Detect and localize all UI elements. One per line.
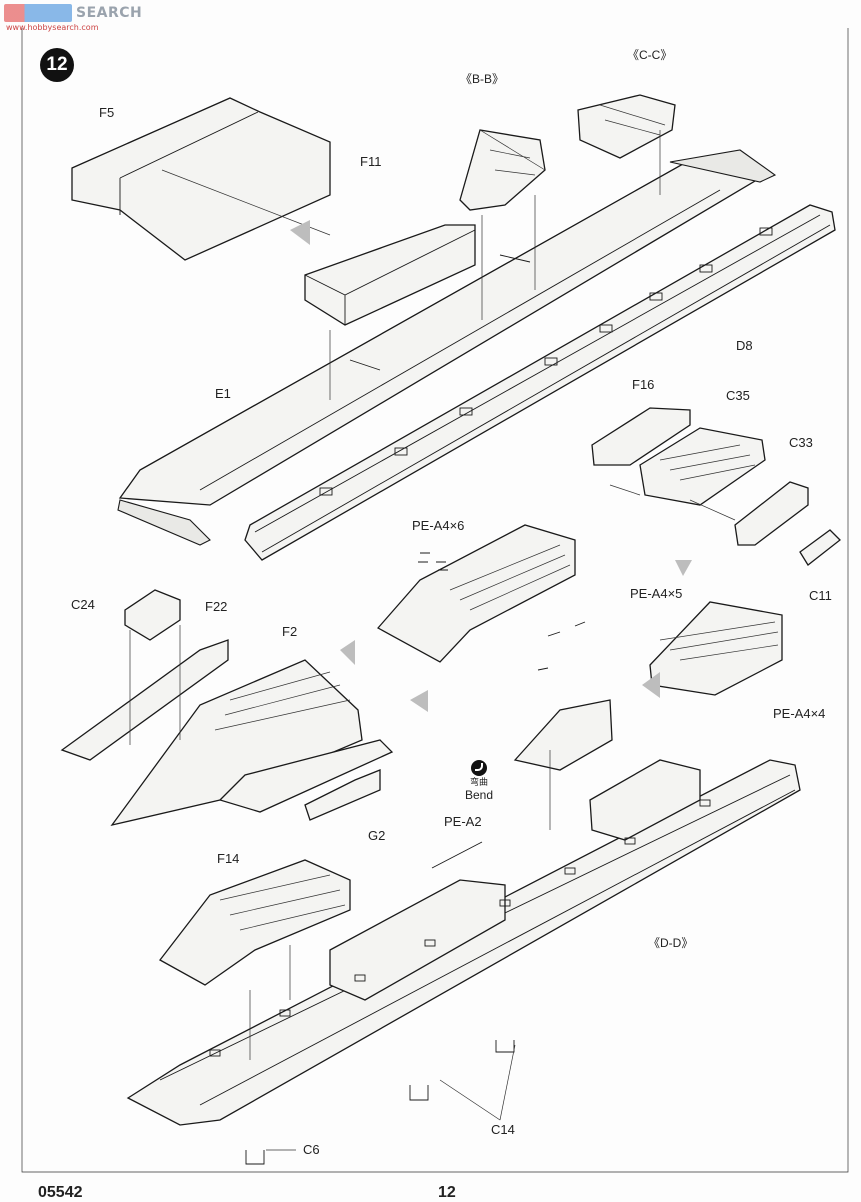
label-f14: F14 <box>217 851 240 866</box>
bend-icon <box>471 760 487 776</box>
hull-assembly-lower <box>126 699 801 1165</box>
label-f2: F2 <box>282 624 298 639</box>
watermark: SEARCH <box>4 4 142 22</box>
page-number: 12 <box>438 1184 456 1201</box>
rack-assembly-middle <box>60 524 783 827</box>
label-pe-a2: PE-A2 <box>444 814 482 829</box>
label-f11: F11 <box>360 154 382 169</box>
label-section-bb: 《B-B》 <box>460 72 505 86</box>
label-section-dd: 《D-D》 <box>648 936 694 950</box>
watermark-logo <box>4 4 72 22</box>
label-f16: F16 <box>632 377 655 392</box>
label-pe-a4-5: PE-A4×5 <box>630 586 683 601</box>
label-c24: C24 <box>71 597 95 612</box>
label-pe-a4-6: PE-A4×6 <box>412 518 465 533</box>
hull-assembly-upper <box>71 94 836 561</box>
label-c11: C11 <box>809 588 832 603</box>
bend-text-cn: 弯曲 <box>469 778 488 788</box>
watermark-text: SEARCH <box>76 5 143 21</box>
label-c33: C33 <box>789 435 813 450</box>
label-d8: D8 <box>736 338 753 353</box>
label-c6: C6 <box>303 1142 320 1157</box>
hatched-arrows <box>290 220 692 712</box>
step-number-badge: 12 <box>40 48 74 82</box>
label-pe-a4-4: PE-A4×4 <box>773 706 826 721</box>
label-c14: C14 <box>491 1122 515 1137</box>
rack-assembly-right <box>591 407 841 566</box>
bend-note: 弯曲 Bend <box>449 760 509 802</box>
bend-text-en: Bend <box>464 788 494 802</box>
label-c35: C35 <box>726 388 750 403</box>
label-section-cc: 《C-C》 <box>627 48 673 62</box>
label-f22: F22 <box>205 599 228 614</box>
watermark-subtext: www.hobbysearch.com <box>6 23 99 32</box>
label-e1: E1 <box>215 386 231 401</box>
label-g2: G2 <box>368 828 386 843</box>
kit-code: 05542 <box>38 1184 83 1201</box>
label-f5: F5 <box>99 105 115 120</box>
